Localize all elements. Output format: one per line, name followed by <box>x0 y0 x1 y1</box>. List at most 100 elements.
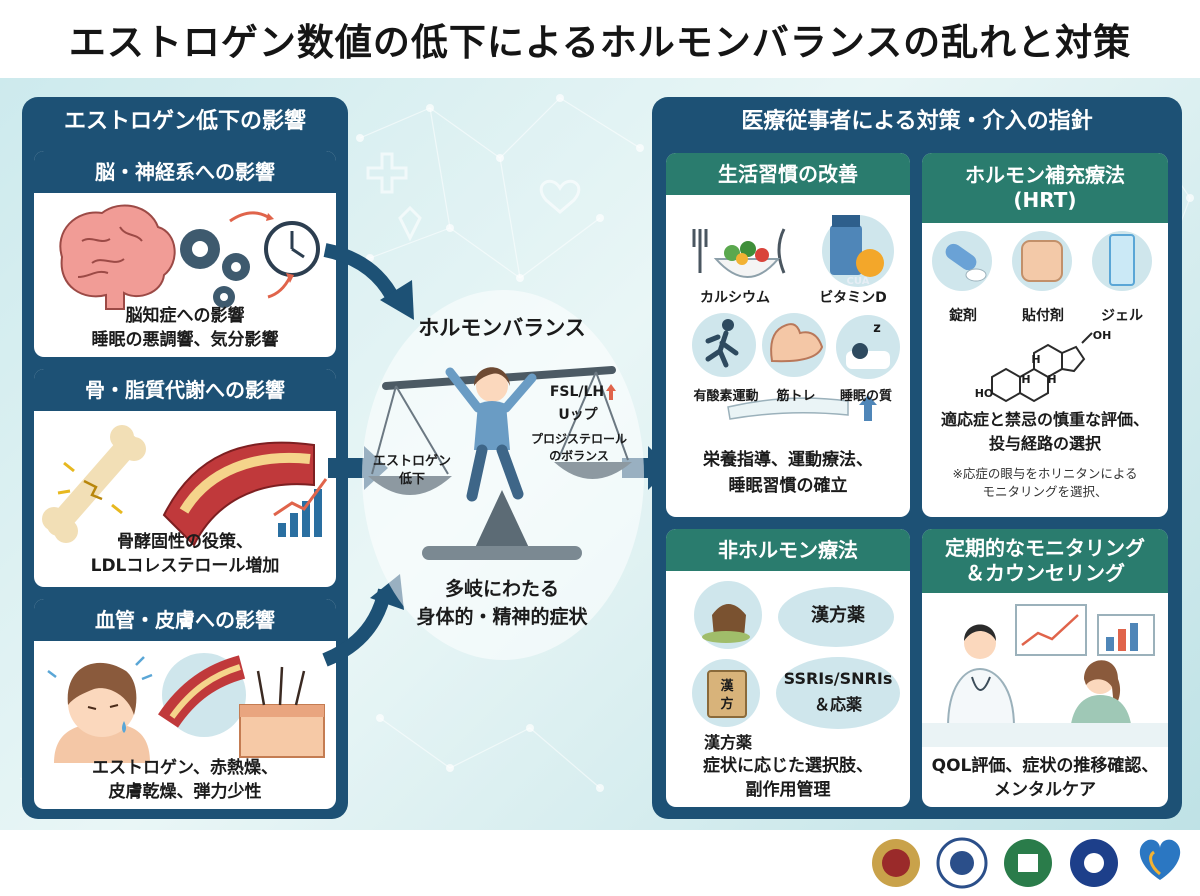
hrt-caption-2: 投与経路の選択 <box>988 434 1101 453</box>
non-hormone-card: 非ホルモン療法 漢方薬 漢 方 SSRIs/SNRIs ＆応薬 漢方薬 症状に応… <box>666 529 910 807</box>
progesterone-label-1: プロジステロール <box>530 432 627 446</box>
sleep-icon <box>836 315 900 379</box>
ho-label: HO <box>974 387 994 400</box>
vitamin-bottle-label: CUA <box>846 276 870 287</box>
vessel-skin-caption-1: エストロゲン、赤熱燥、 <box>92 758 278 778</box>
brain-illustration <box>59 204 320 310</box>
page-title: エストロゲン数値の低下によるホルモンバランスの乱れと対策 <box>0 0 1200 78</box>
brain-icon <box>59 204 176 310</box>
monitoring-title-1: 定期的なモニタリング <box>945 536 1145 560</box>
gel-tube-icon <box>1092 231 1152 291</box>
non-hormone-illustration <box>692 581 900 729</box>
vitamin-d-label: ビタミンD <box>819 290 887 306</box>
society-logo-icon <box>1004 839 1052 887</box>
steroid-structure-icon <box>991 332 1093 403</box>
university-logo-icon <box>936 837 988 889</box>
monitoring-card: 定期的なモニタリング ＆カウンセリング <box>922 529 1168 807</box>
sleep-label: 睡眠の質 <box>839 389 892 404</box>
calcium-label: カルシウム <box>700 290 770 306</box>
broken-bone-icon <box>42 425 146 543</box>
lifestyle-caption-2: 睡眠習慣の確立 <box>728 476 848 496</box>
ssri-label-2: ＆応薬 <box>813 695 862 714</box>
seal-logo-icon <box>872 839 920 887</box>
tablet-label: 錠剤 <box>949 308 977 324</box>
kampo-pack-label-1: 漢 <box>720 679 734 694</box>
hrt-note-2: モニタリングを選択、 <box>982 484 1108 499</box>
rising-chart-icon <box>273 478 328 537</box>
vitamin-bottle-icon <box>822 215 894 287</box>
arrow-icon <box>229 211 269 223</box>
vessel-icon <box>158 653 246 737</box>
h-mark: H <box>1031 353 1041 366</box>
monitoring-caption-1: QOL評価、症状の推移確認、 <box>931 756 1159 776</box>
brain-caption-1: 脳知症への影響 <box>125 306 245 326</box>
h-mark: H <box>1047 373 1057 386</box>
kampo-package-icon <box>692 659 760 727</box>
arrow-up-icon <box>606 384 616 400</box>
symptoms-caption-1: 多岐にわたる <box>444 578 559 600</box>
lifestyle-illustration <box>692 215 900 421</box>
strength-label: 筋トレ <box>776 389 816 404</box>
skin-layer-icon <box>239 666 325 758</box>
oh-label: OH <box>1092 329 1112 342</box>
hormone-balance-title: ホルモンバランス <box>418 316 586 340</box>
estrogen-pan-label-1: エストロゲン <box>372 454 451 469</box>
brain-effects-card: 脳・神経系への影響 脳知症への影響 睡眠の悪調響、気分影響 <box>34 151 336 357</box>
non-hormone-title: 非ホルモン療法 <box>666 529 910 571</box>
fsh-label-1: FSL/LH <box>549 384 605 400</box>
hrt-illustration <box>932 231 1152 403</box>
monitoring-title: 定期的なモニタリング ＆カウンセリング <box>922 529 1168 593</box>
chart-board-icon <box>1015 604 1155 656</box>
arrow-icon <box>267 276 292 299</box>
fsh-label-2: Uップ <box>558 407 598 423</box>
salad-icon <box>692 228 786 278</box>
vessel-skin-illustration <box>47 653 325 763</box>
ssri-bubble <box>776 657 900 729</box>
running-icon <box>692 313 756 377</box>
vessel-skin-title: 血管・皮膚への影響 <box>34 599 336 641</box>
left-panel: エストロゲン低下の影響 脳・神経系への影響 脳知症への影響 <box>22 97 348 819</box>
artery-plaque-icon <box>162 441 315 547</box>
vessel-skin-caption-2: 皮膚乾燥、弾力少性 <box>108 782 262 802</box>
muscle-arm-icon <box>762 313 826 377</box>
h-mark: H <box>1021 373 1031 386</box>
hrt-title: ホルモン補充療法 (HRT) <box>922 153 1168 223</box>
measuring-tape-icon <box>727 397 849 420</box>
progesterone-label-2: のボランス <box>549 449 609 463</box>
pill-icon <box>932 231 992 291</box>
ssri-label-1: SSRIs/SNRIs <box>783 669 893 688</box>
hrt-title-2: (HRT) <box>1013 188 1077 212</box>
brain-effects-title: 脳・神経系への影響 <box>34 151 336 193</box>
herbal-medicine-icon <box>694 581 762 649</box>
lifestyle-card: 生活習慣の改善 <box>666 153 910 517</box>
estrogen-pan-label-2: 低下 <box>398 472 425 487</box>
monitoring-caption-2: メンタルケア <box>994 780 1096 800</box>
right-panel: 医療従事者による対策・介入の指針 生活習慣の改善 <box>652 97 1182 819</box>
vessel-skin-card: 血管・皮膚への影響 エストロゲン、赤熱燥、 皮膚乾燥、弾力少性 <box>34 599 336 809</box>
balance-scale-illustration <box>368 366 632 560</box>
right-panel-header: 医療従事者による対策・介入の指針 <box>741 109 1093 134</box>
non-hormone-caption-1: 症状に応じた選択肢、 <box>703 756 873 776</box>
bone-effects-title: 骨・脂質代謝への影響 <box>34 369 336 411</box>
woman-hot-flash-icon <box>47 656 153 763</box>
kampo-bubble <box>778 587 894 647</box>
heart-hands-logo-icon <box>1139 839 1181 880</box>
bone-caption-2: LDLコレステロール増加 <box>90 556 280 576</box>
bone-caption-1: 骨酵固性の役策、 <box>117 532 253 552</box>
clock-icon <box>264 221 320 277</box>
kampo-bubble-label: 漢方薬 <box>811 605 865 626</box>
gel-label: ジェル <box>1101 308 1143 324</box>
doctor-icon <box>946 624 1016 728</box>
hrt-note-1: ※応症の眼与をホリニタンによる <box>952 466 1138 481</box>
patch-icon <box>1012 231 1072 291</box>
bone-effects-card: 骨・脂質代謝への影響 骨酵固性の役策、 LDLコレステロール増加 <box>34 369 336 587</box>
hrt-title-1: ホルモン補充療法 <box>965 163 1125 187</box>
network-pattern <box>19 94 1194 819</box>
lifestyle-caption-1: 栄養指導、運動療法、 <box>703 450 873 470</box>
kampo-pack-label-2: 方 <box>720 697 734 712</box>
institution-logos <box>872 837 1181 889</box>
symptoms-caption-2: 身体的・精神的症状 <box>416 606 588 628</box>
consultation-illustration <box>922 604 1168 747</box>
bone-vessel-illustration <box>42 425 328 547</box>
lifestyle-title: 生活習慣の改善 <box>666 153 910 195</box>
